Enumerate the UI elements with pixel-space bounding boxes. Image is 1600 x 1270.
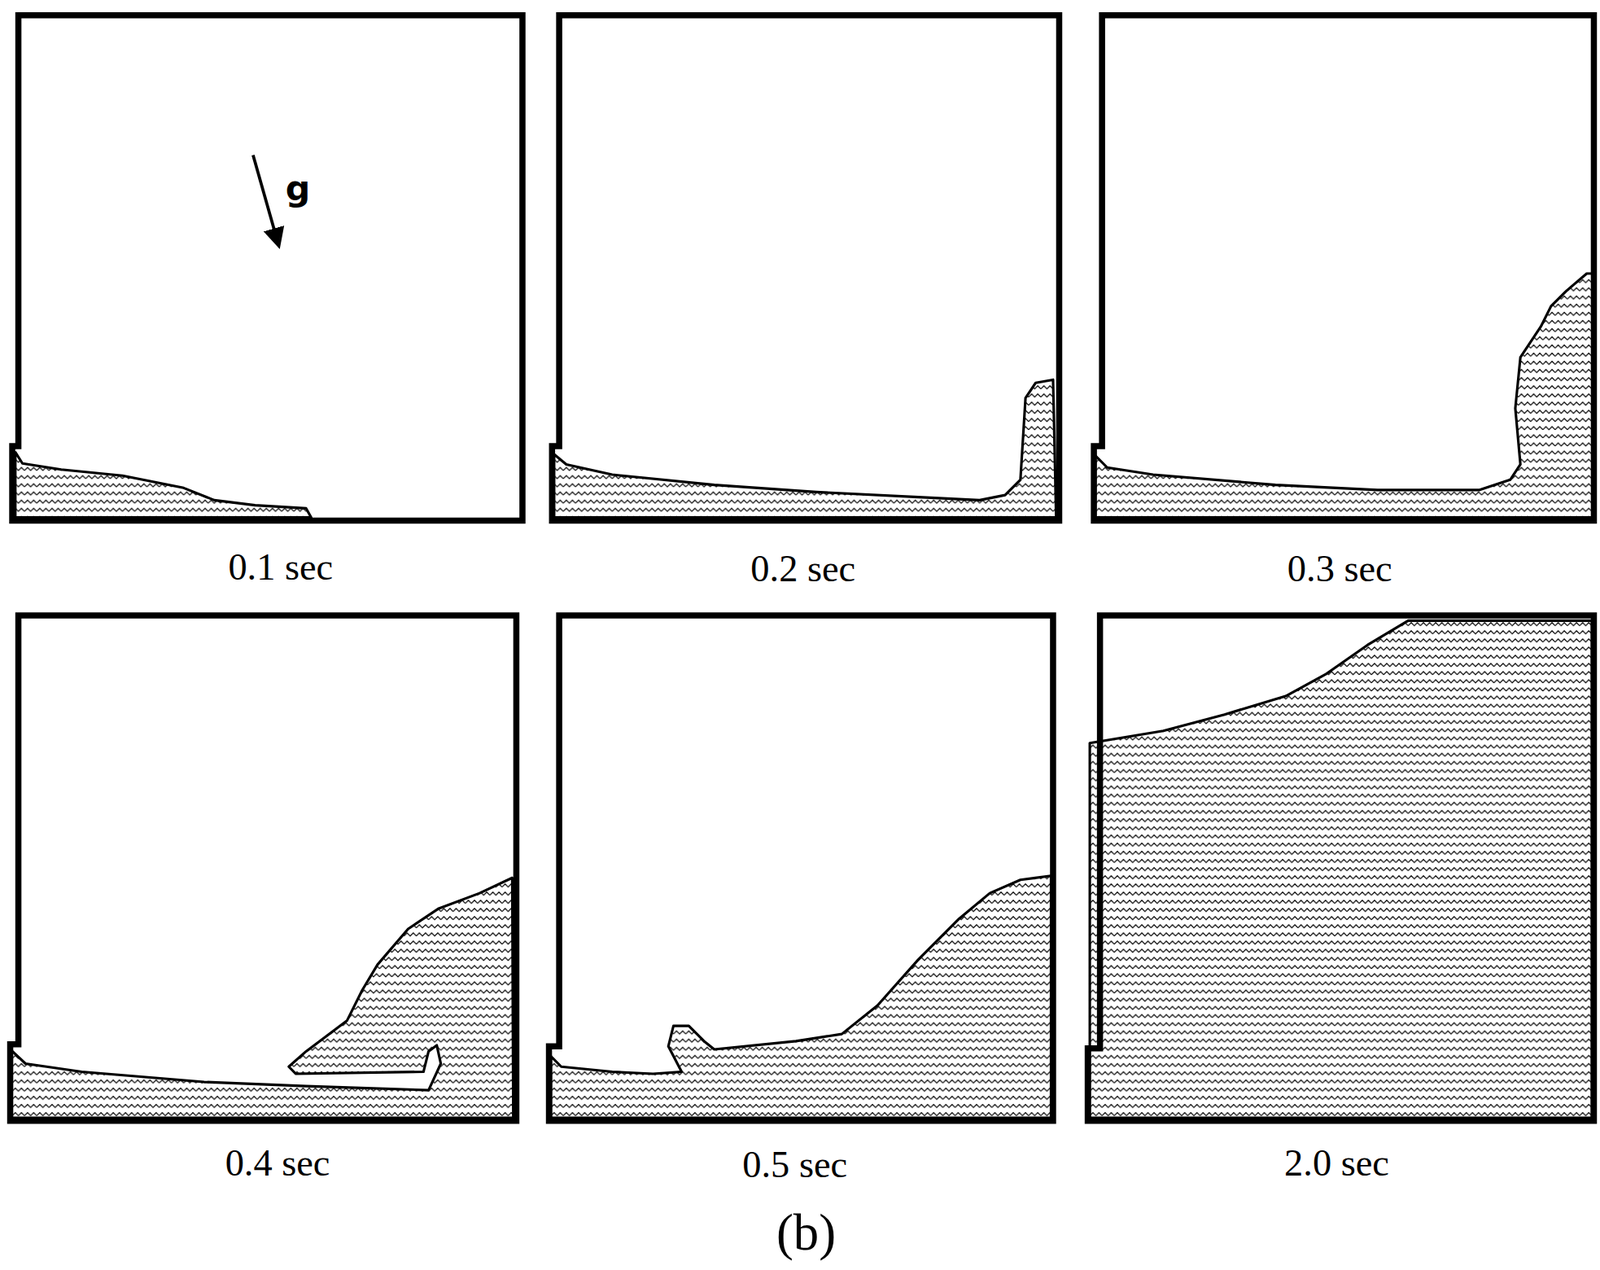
time-label: 0.1 sec [227,546,333,589]
time-label: 0.4 sec [225,1142,331,1185]
tank-wall [10,615,517,1121]
fluid [10,877,514,1118]
tank-wall [1093,15,1594,521]
gravity-label: g [285,170,311,209]
tank-wall [549,615,1054,1121]
fluid [554,379,1057,517]
time-label: 0.3 sec [1287,548,1393,591]
tank-wall [551,15,1059,521]
fluid [15,451,312,517]
fluid [1089,620,1592,1118]
fluid [550,875,1051,1118]
panel-caption: (b) [776,1204,836,1261]
tank-wall [1088,615,1595,1121]
fluid [1093,273,1594,518]
time-label: 0.5 sec [742,1144,848,1186]
time-label: 0.2 sec [750,548,856,591]
time-label: 2.0 sec [1284,1142,1390,1185]
gravity-arrow [253,155,279,245]
tank-wall [12,15,523,521]
